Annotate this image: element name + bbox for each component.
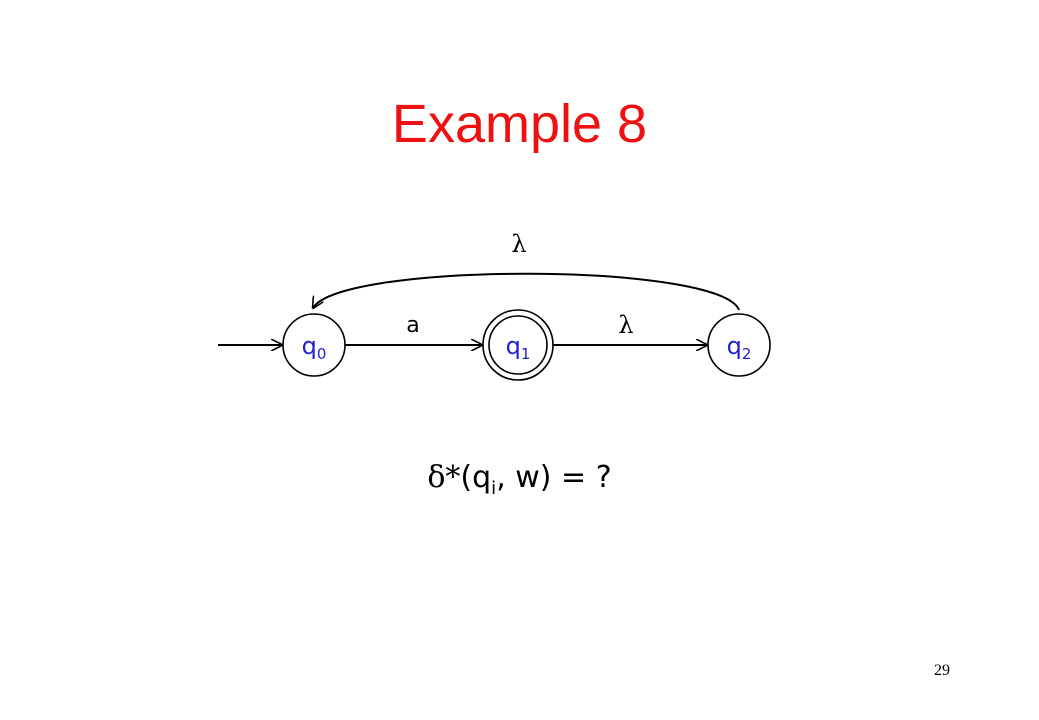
state-q2-circle <box>707 313 771 377</box>
slide-title: Example 8 <box>391 94 648 154</box>
state-q0-circle <box>282 313 346 377</box>
edge-label-a: a <box>406 313 419 338</box>
delta-symbol: δ <box>427 460 446 495</box>
state-q0-label: q0 <box>302 332 327 363</box>
state-q1-label: q1 <box>506 332 531 363</box>
page-number: 29 <box>934 662 950 679</box>
edge-label-lambda-loop: λ <box>511 230 526 258</box>
formula-rest: , w) = ? <box>496 460 612 495</box>
formula-open: (q <box>460 460 492 495</box>
state-q1-inner-circle <box>488 315 548 375</box>
edge-q2-q0 <box>313 272 740 311</box>
star-symbol: * <box>445 460 461 495</box>
state-q2-label: q2 <box>727 332 752 363</box>
formula-subscript: i <box>491 478 497 499</box>
edge-label-lambda-q1-q2: λ <box>618 311 633 339</box>
extended-transition-formula: δ*(qi, w) = ? <box>0 458 1039 509</box>
